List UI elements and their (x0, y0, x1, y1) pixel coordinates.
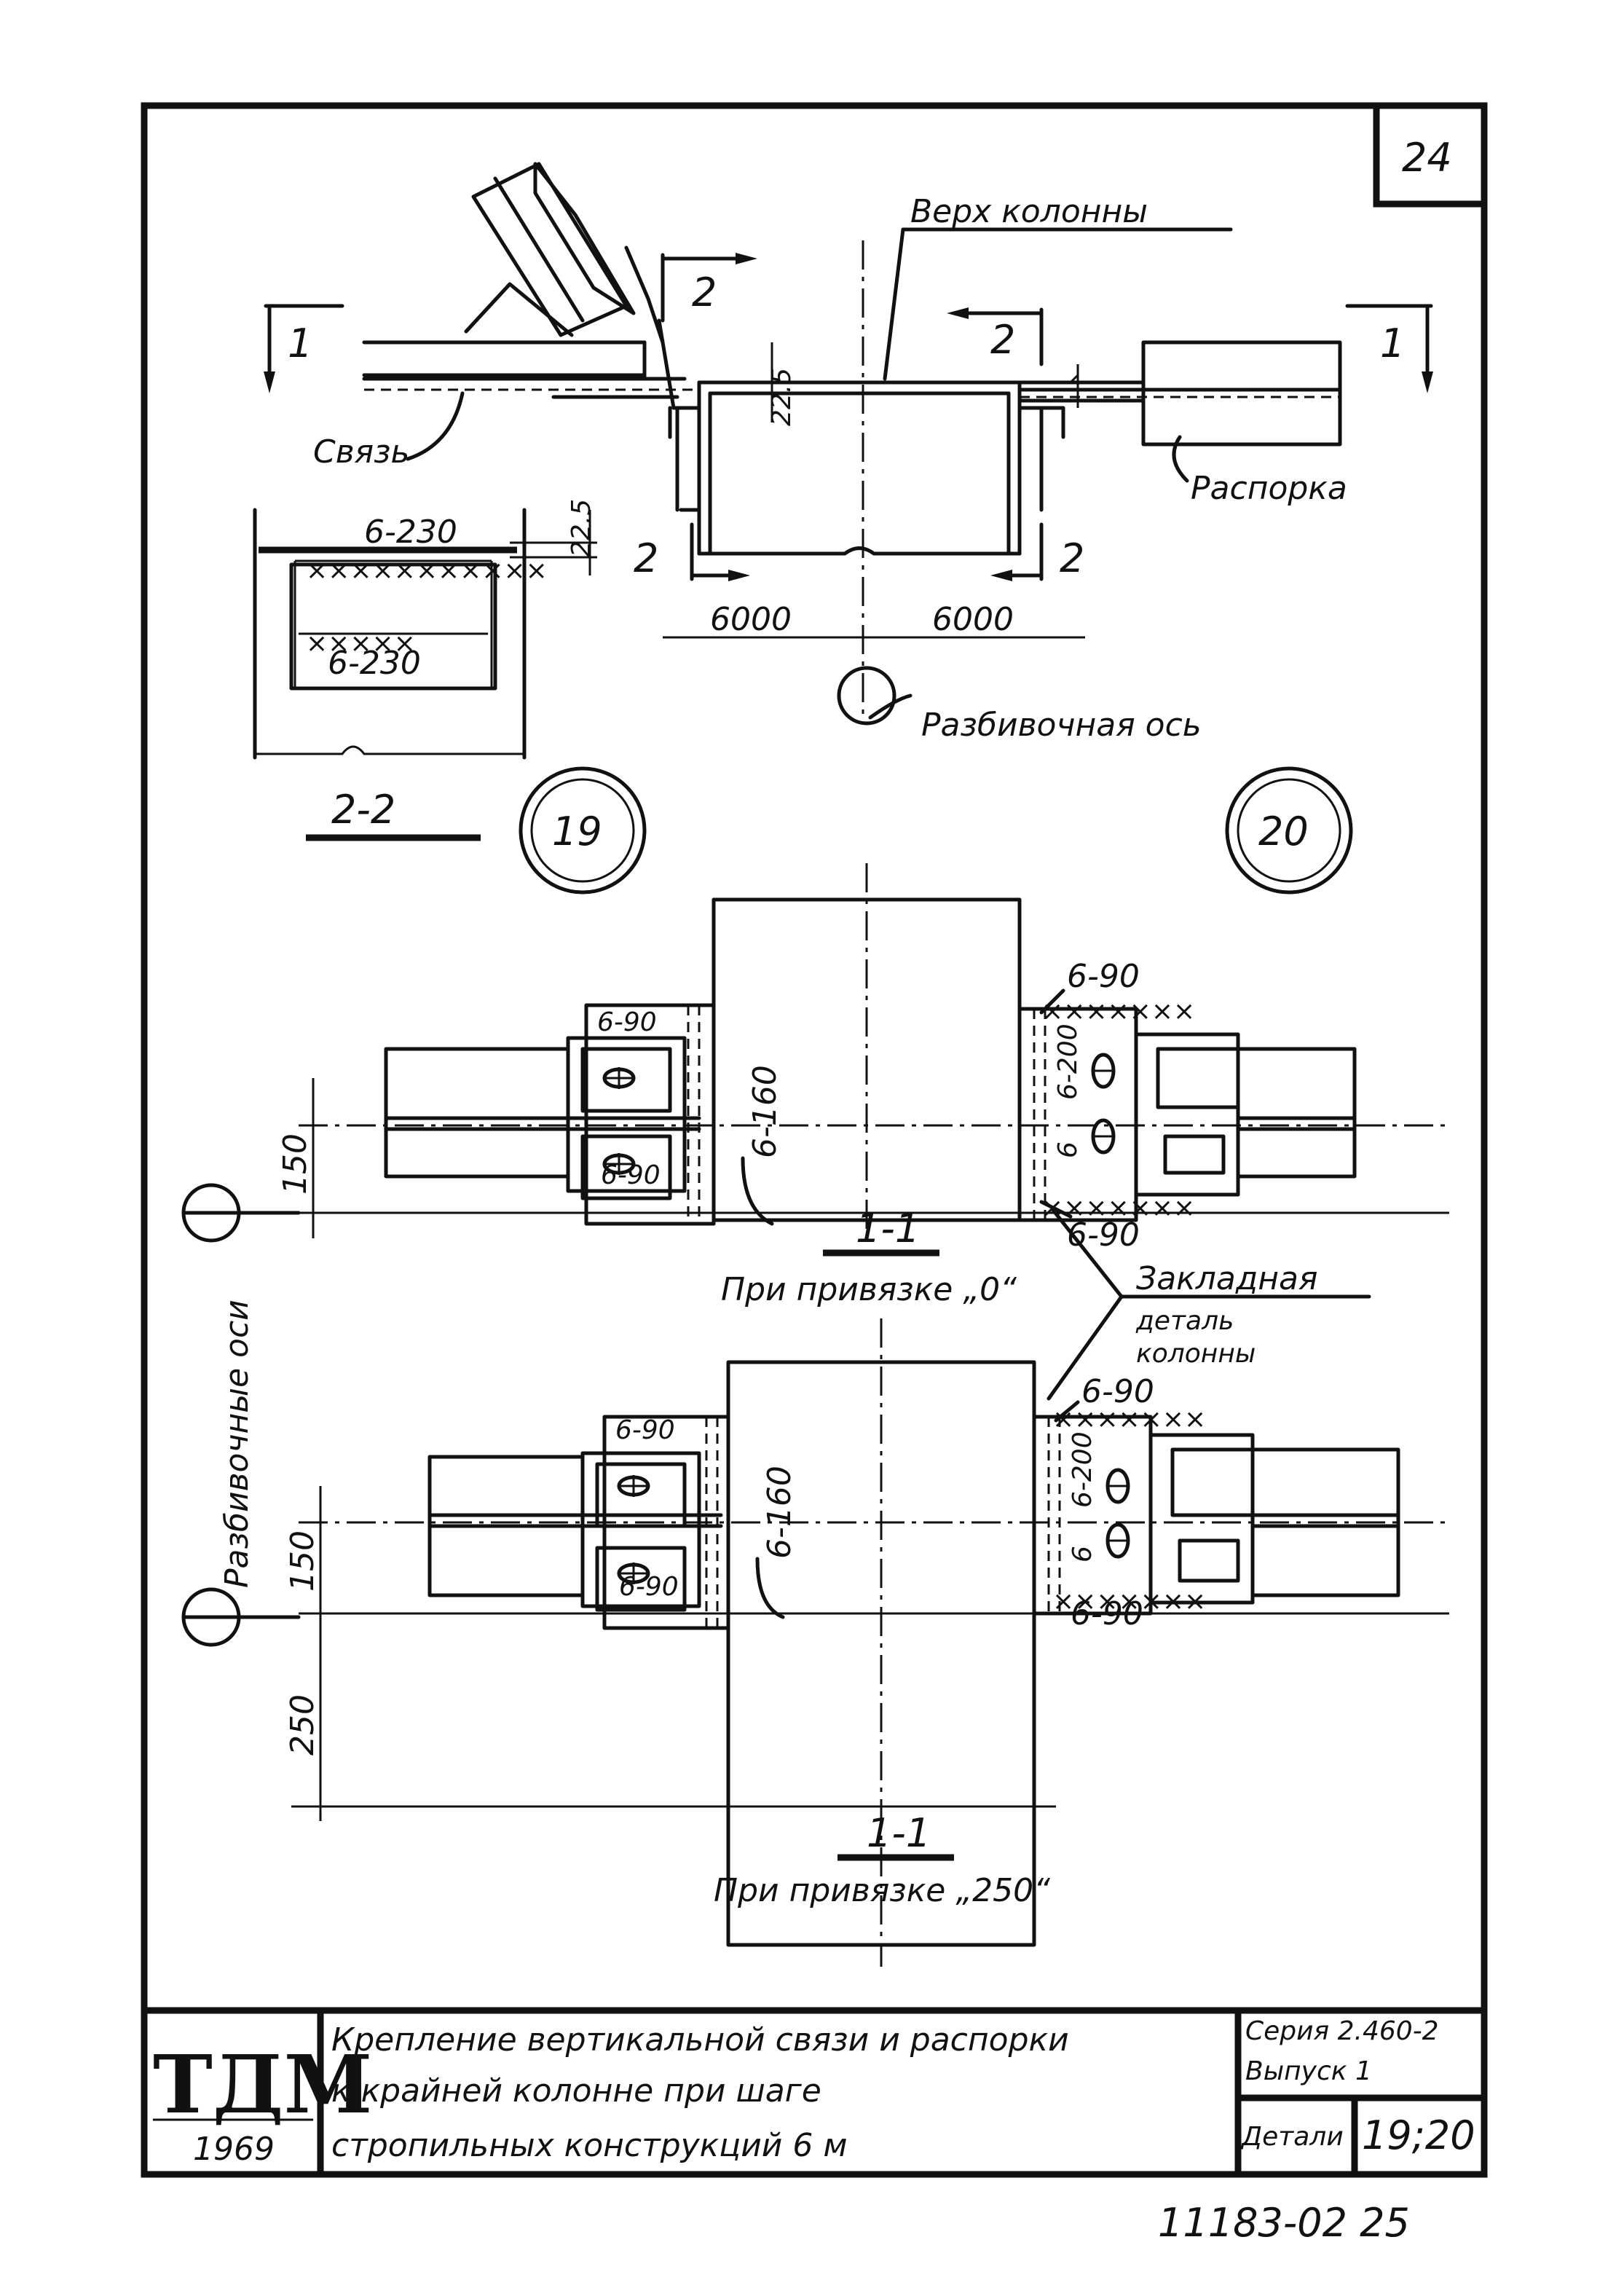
title-block-logo: ТДМ (153, 2037, 372, 2131)
dim-6000-left: 6000 (710, 601, 792, 638)
section-2-2-dim: 22.5 (567, 499, 596, 557)
lower-weld-90-bottom-left: 6-90 (619, 1572, 679, 1602)
upper-weld-x-bottom: ××××××× (1041, 1193, 1195, 1223)
dim-6000-right: 6000 (932, 601, 1014, 638)
title-block-details-value: 19;20 (1362, 2112, 1475, 2158)
section-2-2-title: 2-2 (331, 787, 395, 833)
lower-dim-250: 250 (284, 1694, 321, 1756)
upper-weld-90-bottom-left: 6-90 (601, 1160, 661, 1190)
embedded-label-line2: деталь (1135, 1306, 1234, 1336)
lower-weld-160: 6-160 (761, 1466, 798, 1559)
lower-plan-title: 1-1 (867, 1810, 931, 1856)
upper-weld-160: 6-160 (746, 1065, 784, 1158)
section-2-2-weld-top: 6-230 (364, 514, 457, 551)
detail-circle-20 (1225, 766, 1353, 895)
section-2-2-drawing: ××××××××××× ××××× (253, 508, 597, 841)
upper-weld-x-top: ××××××× (1041, 996, 1195, 1026)
weld-symbol-top: ××××××××××× (306, 556, 548, 586)
upper-weld-6: 6 (1053, 1141, 1083, 1158)
upper-weld-90-top-right: 6-90 (1067, 958, 1140, 995)
axis-markers-left (181, 1183, 301, 1647)
lower-dim-150: 150 (284, 1530, 321, 1592)
embedded-label-line3: колонны (1136, 1339, 1256, 1369)
lower-weld-200: 6-200 (1068, 1431, 1097, 1508)
label-top-of-column: Верх колонны (910, 193, 1148, 230)
top-dim-225: 22.5 (767, 368, 797, 426)
section-mark-1-right: 1 (1380, 321, 1405, 366)
embedded-label-line1: Закладная (1136, 1260, 1317, 1297)
detail-circle-19 (519, 766, 647, 895)
label-setting-out-axis: Разбивочная ось (921, 707, 1202, 744)
upper-plan-title: 1-1 (856, 1206, 920, 1251)
detail-number-19: 19 (552, 809, 602, 854)
lower-weld-6: 6 (1068, 1546, 1097, 1562)
title-block-series: Серия 2.460-2 (1245, 2016, 1439, 2046)
plan-lower-drawing: ××××××× ××××××× (291, 1318, 1449, 1967)
lower-weld-x-top: ××××××× (1052, 1404, 1206, 1434)
section-mark-2-bottom-right: 2 (1060, 535, 1084, 581)
detail-number-20: 20 (1258, 809, 1309, 854)
title-block-line2: к крайней колонне при шаге (331, 2072, 821, 2110)
label-setting-out-axes: Разбивочные оси (218, 1300, 256, 1588)
upper-weld-200: 6-200 (1053, 1023, 1083, 1100)
title-block-issue: Выпуск 1 (1245, 2056, 1372, 2086)
title-block (144, 2007, 1484, 2174)
sheet-number: 24 (1402, 135, 1452, 181)
section-mark-1-left: 1 (288, 321, 312, 366)
title-block-year: 1969 (193, 2131, 275, 2168)
plan-upper-drawing: ××××××× ××××××× (299, 863, 1449, 1257)
title-block-details-label: Детали (1240, 2122, 1344, 2152)
label-strut: Распорка (1191, 470, 1347, 507)
sheet-frame (141, 102, 1488, 2178)
upper-weld-90-bottom-right: 6-90 (1067, 1216, 1140, 1254)
embedded-detail-leaders (1047, 1207, 1371, 1401)
lower-weld-90-top-right: 6-90 (1081, 1373, 1154, 1410)
footer-sheet-number: 11183-02 25 (1158, 2200, 1410, 2246)
lower-weld-x-bottom: ××××××× (1052, 1587, 1206, 1616)
section-2-2-weld-bottom: 6-230 (328, 645, 421, 682)
top-detail: 22.5 (264, 162, 1433, 726)
label-brace: Связь (313, 433, 409, 471)
title-block-line3: стропильных конструкций 6 м (331, 2127, 848, 2164)
upper-plan-caption: При привязке „0“ (721, 1271, 1017, 1308)
section-mark-2-top-right: 2 (990, 317, 1015, 363)
section-mark-2-bottom-left: 2 (634, 535, 658, 581)
lower-plan-caption: При привязке „250“ (714, 1872, 1050, 1909)
lower-weld-90-top-left: 6-90 (615, 1415, 675, 1445)
upper-weld-90-top-left: 6-90 (597, 1007, 657, 1037)
title-block-line1: Крепление вертикальной связи и распорки (331, 2021, 1069, 2059)
weld-symbol-bottom: ××××× (306, 629, 416, 658)
upper-dim-150: 150 (277, 1133, 314, 1195)
lower-weld-90-bottom-right: 6-90 (1071, 1595, 1143, 1632)
section-mark-2-top-left: 2 (692, 270, 717, 315)
